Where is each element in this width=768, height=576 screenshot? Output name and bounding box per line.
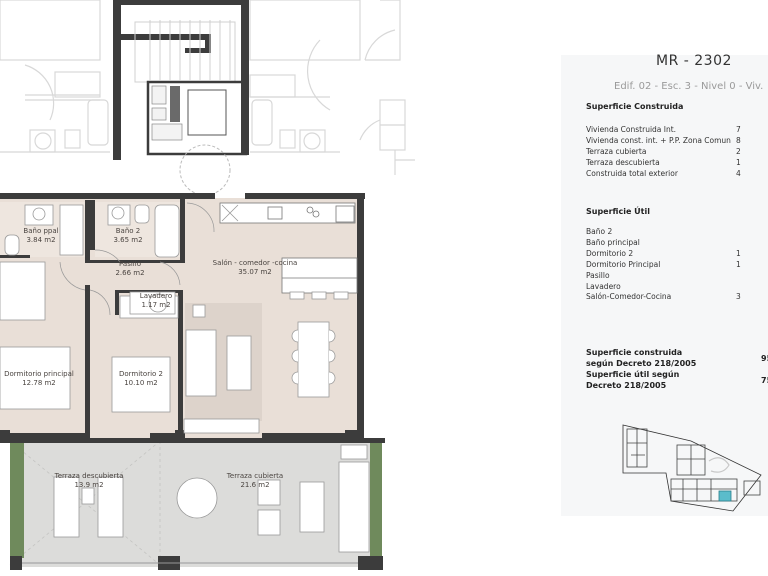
room-label-dormitorio-principal: Dormitorio principal 12.78 m2 [4,370,74,387]
util-row: Lavadero [586,282,621,291]
info-panel: MR - 2302 Edif. 02 - Esc. 3 - Nivel 0 - … [561,53,768,516]
superficie-util-heading: Superficie Útil [586,207,650,216]
util-row: Pasillo [586,271,610,280]
util-row: Baño 2 [586,227,613,236]
room-label-salon: Salón - comedor -cocina 35.07 m2 [212,259,298,276]
site-location-map [611,413,768,523]
construida-row: Vivienda Construida Int.7 [586,125,741,134]
room-label-terraza-cubierta: Terraza cubierta 21.6 m2 [226,472,284,489]
room-label-pasillo: Pasillo 2.66 m2 [115,260,145,277]
floor-plan-drawing [0,0,415,570]
room-label-lavadero: Lavadero 1.17 m2 [139,292,173,309]
total-util: Superficie útil según Decreto 218/2005 7… [586,370,768,390]
room-label-bano-ppal: Baño ppal 3.84 m2 [23,227,59,244]
unit-code: MR - 2302 [656,53,732,69]
room-label-dormitorio-2: Dormitorio 2 10.10 m2 [118,370,164,387]
highlighted-unit [718,490,732,502]
unit-location: Edif. 02 - Esc. 3 - Nivel 0 - Viv. [614,81,764,92]
site-map-drawing [622,424,762,512]
room-label-bano-2: Baño 2 3.65 m2 [113,227,143,244]
util-row: Baño principal [586,238,640,247]
room-label-terraza-descubierta: Terraza descubierta 13.9 m2 [54,472,124,489]
total-construida: Superficie construida según Decreto 218/… [586,348,768,368]
superficie-construida-heading: Superficie Construida [586,102,684,111]
floor-plan: Baño ppal 3.84 m2 Baño 2 3.65 m2 Pasillo… [0,0,415,570]
